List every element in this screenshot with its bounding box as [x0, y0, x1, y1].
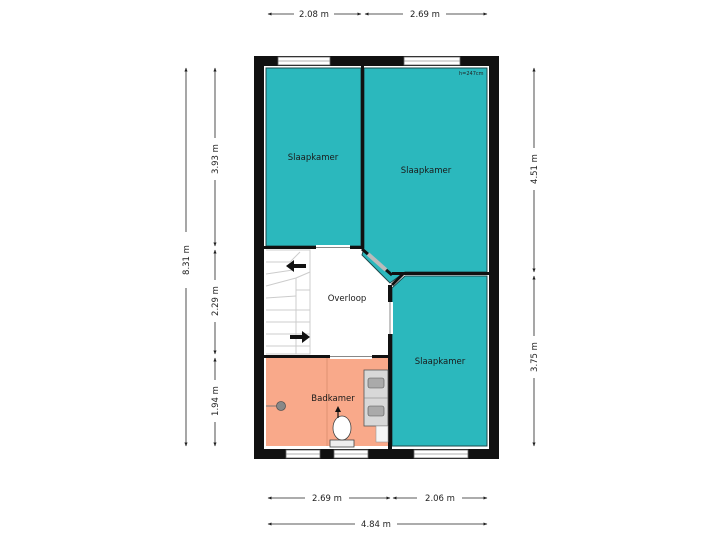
- shower-drain-icon: [266, 401, 286, 411]
- dim-top-right: 2.69 m: [410, 10, 440, 20]
- dim-bottom-left: 2.69 m: [312, 494, 342, 504]
- sink-bottom-icon: [367, 405, 385, 417]
- room-label-bedroom-top-right: Slaapkamer: [401, 166, 452, 176]
- wall-diagonal-2: [390, 272, 405, 287]
- dim-left-total: 8.31 m: [182, 245, 192, 275]
- door-diagonal: [366, 252, 388, 272]
- wall-vertical-mid-top: [361, 66, 364, 249]
- dim-left-upper: 3.93 m: [211, 144, 221, 174]
- toilet-icon: [329, 415, 355, 448]
- dim-bottom-right: 2.06 m: [425, 494, 455, 504]
- bedroom-bottom-right-fill: [391, 275, 488, 447]
- dim-right-lower: 3.75 m: [530, 342, 540, 372]
- wall-horizontal-upper: [264, 246, 362, 249]
- wall-horizontal-bath: [264, 355, 392, 358]
- room-label-bedroom-bottom-right: Slaapkamer: [415, 357, 466, 367]
- sink-top-icon: [367, 377, 385, 389]
- room-label-bedroom-top-left: Slaapkamer: [288, 153, 339, 163]
- ceiling-height-note: h=247cm: [459, 71, 484, 77]
- dim-bottom-total: 4.84 m: [361, 520, 391, 530]
- dim-left-middle: 2.29 m: [211, 286, 221, 316]
- entry-arrow-icon: [335, 406, 341, 412]
- wall-vertical-right-lower: [388, 285, 392, 449]
- stair-arrow-down-icon: [290, 331, 310, 343]
- stair-arrow-up-icon: [286, 260, 306, 272]
- room-label-landing: Overloop: [328, 294, 367, 304]
- dim-left-lower: 1.94 m: [211, 386, 221, 416]
- dim-top-left: 2.08 m: [299, 10, 329, 20]
- room-label-bathroom: Badkamer: [311, 394, 355, 404]
- wall-horizontal-right: [392, 272, 489, 275]
- dim-right-upper: 4.51 m: [530, 154, 540, 184]
